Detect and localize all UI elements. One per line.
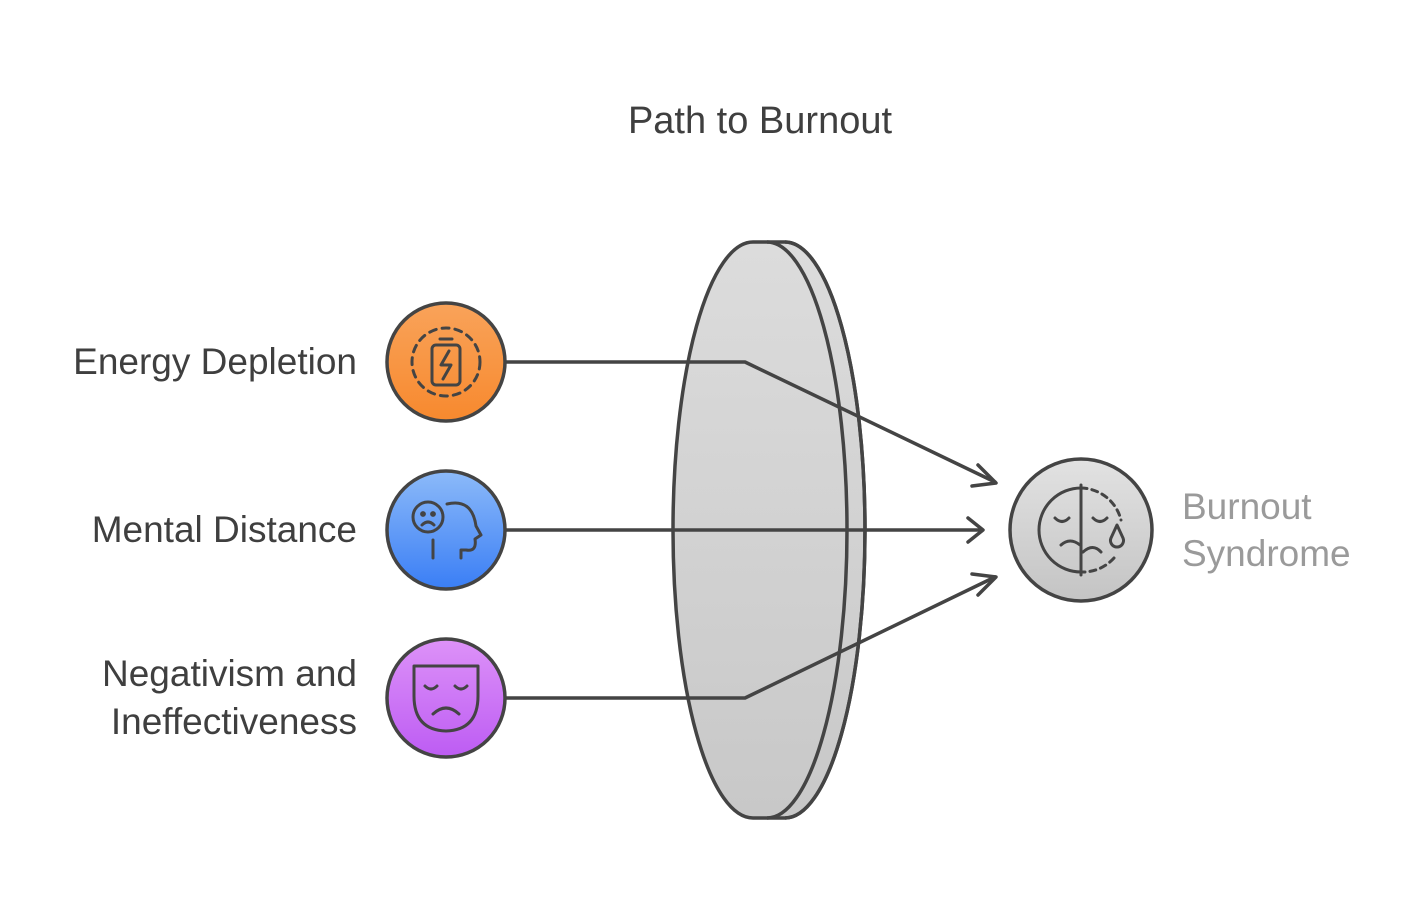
input-label-mental-distance: Mental Distance xyxy=(92,506,357,554)
node-mental-distance xyxy=(385,469,507,591)
input-label-line: Energy Depletion xyxy=(73,341,357,382)
input-label-line: Mental Distance xyxy=(91,509,357,550)
connector-negativism xyxy=(503,572,998,700)
diagram-title: Path to Burnout xyxy=(627,100,893,142)
output-label-line: Burnout xyxy=(1182,486,1312,527)
output-label-line: Syndrome xyxy=(1182,533,1351,574)
battery-charging-icon xyxy=(410,326,482,398)
input-label-line: Negativism and xyxy=(101,653,357,694)
output-label-burnout-syndrome: Burnout Syndrome xyxy=(1182,483,1351,577)
sad-head-profile-icon xyxy=(411,500,483,560)
crying-face-icon xyxy=(1037,483,1125,577)
input-label-energy-depletion: Energy Depletion xyxy=(73,338,357,386)
node-burnout-syndrome xyxy=(1008,457,1154,603)
connector-mental xyxy=(503,516,985,544)
input-label-line: Ineffectiveness xyxy=(110,701,357,742)
node-negativism xyxy=(385,637,507,759)
input-label-negativism: Negativism and Ineffectiveness xyxy=(102,650,357,746)
sad-mask-icon xyxy=(412,664,480,733)
node-energy-depletion xyxy=(385,301,507,423)
connector-energy xyxy=(503,360,998,488)
